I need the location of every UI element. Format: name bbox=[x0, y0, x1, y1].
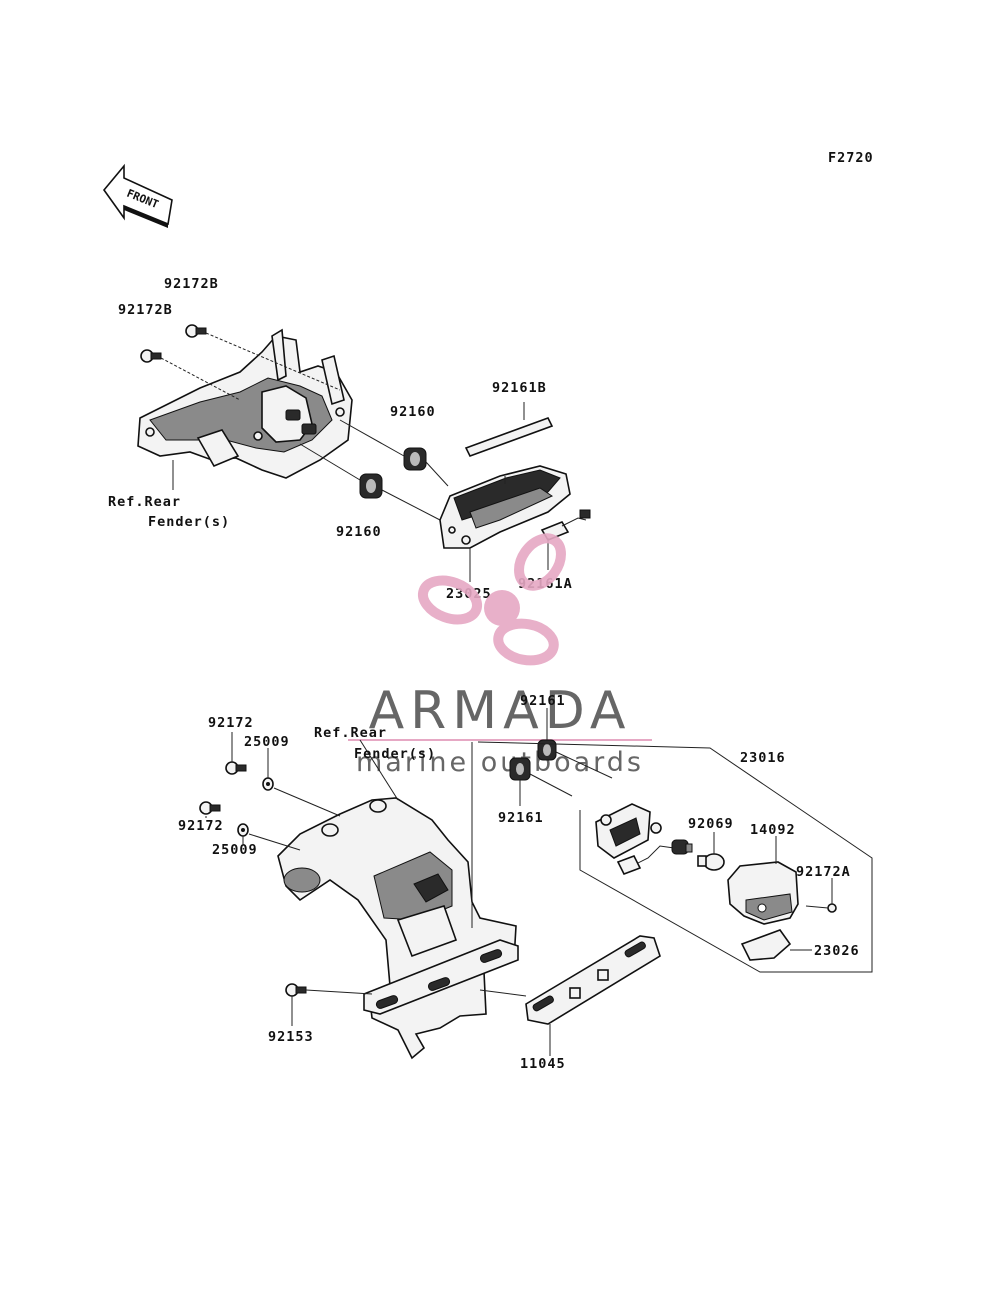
label-23016: 23016 bbox=[740, 750, 786, 766]
grommet-92161-top bbox=[537, 739, 557, 761]
front-arrow-icon: FRONT bbox=[102, 163, 173, 228]
grommet-92160-b bbox=[359, 473, 383, 499]
screw-92153 bbox=[285, 983, 307, 997]
label-ref-rear-1-line1: Ref.Rear bbox=[108, 494, 181, 510]
label-92161B: 92161B bbox=[492, 380, 547, 396]
screw-92172B-top bbox=[185, 324, 207, 338]
light-assy-box-23016 bbox=[477, 741, 873, 973]
watermark-tagline: marine outboards bbox=[356, 747, 644, 778]
label-ref-rear-2-line1: Ref.Rear bbox=[314, 725, 387, 741]
washer-25009-a bbox=[262, 777, 274, 791]
figure-code: F2720 bbox=[828, 150, 874, 166]
armada-logo-icon bbox=[417, 533, 566, 666]
screw-92172A bbox=[805, 903, 837, 913]
label-92172A: 92172A bbox=[796, 864, 851, 880]
label-ref-rear-1-line2: Fender(s) bbox=[148, 514, 230, 530]
label-14092: 14092 bbox=[750, 822, 796, 838]
bulb bbox=[697, 853, 725, 871]
label-92160-b: 92160 bbox=[336, 524, 382, 540]
tail-light-23025 bbox=[439, 465, 571, 549]
washer-25009-b bbox=[237, 823, 249, 837]
label-92160-a: 92160 bbox=[390, 404, 436, 420]
label-25009-b: 25009 bbox=[212, 842, 258, 858]
label-92161-top: 92161 bbox=[520, 693, 566, 709]
label-11045: 11045 bbox=[520, 1056, 566, 1072]
watermark-brand: ARMADA bbox=[369, 681, 632, 741]
license-bracket bbox=[277, 797, 519, 1060]
grommet-92160-a bbox=[403, 447, 427, 471]
screw-92172B-left bbox=[140, 349, 162, 363]
label-92172-a: 92172 bbox=[208, 715, 254, 731]
label-92172B-top: 92172B bbox=[164, 276, 219, 292]
plate-light-bracket-11045 bbox=[525, 935, 661, 1025]
label-92069: 92069 bbox=[688, 816, 734, 832]
rear-frame-bracket bbox=[137, 328, 353, 479]
gasket-strip-92161B bbox=[464, 417, 554, 457]
label-92172-b: 92172 bbox=[178, 818, 224, 834]
label-92153: 92153 bbox=[268, 1029, 314, 1045]
label-ref-rear-2-line2: Fender(s) bbox=[354, 746, 436, 762]
lamp-socket bbox=[595, 803, 662, 859]
grommet-92161-bottom bbox=[509, 757, 531, 781]
label-92172B-left: 92172B bbox=[118, 302, 173, 318]
socket-wire-92069 bbox=[616, 839, 693, 876]
lens-14092 bbox=[727, 861, 799, 925]
bolt-92172-b bbox=[199, 801, 221, 815]
label-92161-bottom: 92161 bbox=[498, 810, 544, 826]
label-25009-a: 25009 bbox=[244, 734, 290, 750]
bolt-92172-a bbox=[225, 761, 247, 775]
label-23026: 23026 bbox=[814, 943, 860, 959]
lens-cover-23026 bbox=[740, 929, 792, 961]
